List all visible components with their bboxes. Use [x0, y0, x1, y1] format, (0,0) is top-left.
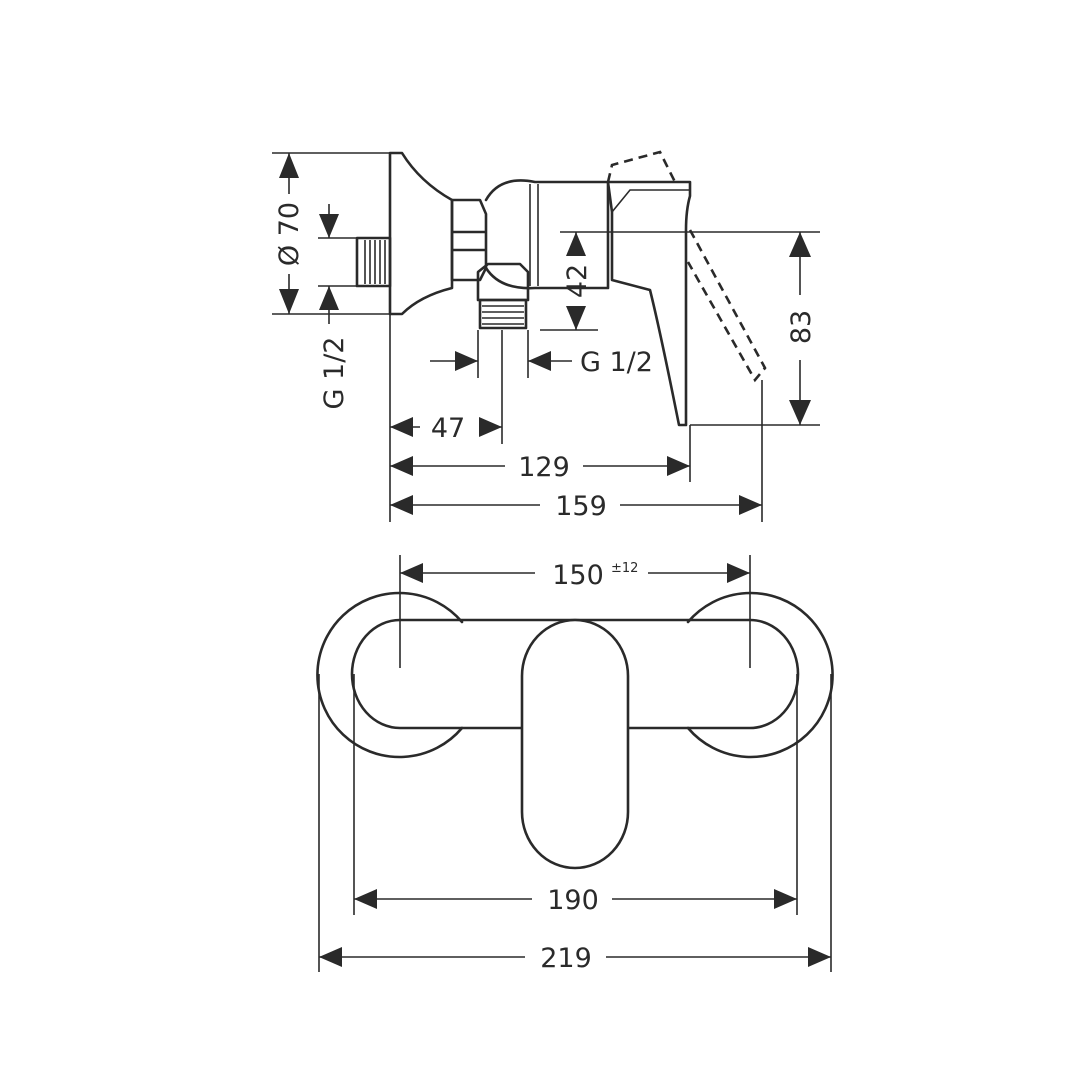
hex-nut [450, 198, 488, 282]
dim-thread-outlet-label: G 1/2 [580, 347, 653, 378]
lever-open-position [606, 150, 767, 383]
dim-159: 159 [390, 491, 762, 522]
dim-dia-70-label: Ø 70 [274, 202, 305, 266]
dim-150-tolerance: ±12 [611, 561, 638, 576]
dim-129-label: 129 [518, 452, 570, 483]
wall-rosette [388, 151, 454, 316]
dim-219: 219 [319, 943, 831, 974]
dim-thread-outlet: G 1/2 [430, 347, 653, 378]
dim-dia-70: Ø 70 [274, 153, 305, 314]
dim-83-label: 83 [786, 310, 817, 344]
lever-handle [606, 180, 692, 427]
rosette-right [686, 591, 834, 759]
dim-83: 83 [786, 232, 817, 425]
inlet-thread [355, 236, 392, 288]
dim-150: 150 ±12 [400, 560, 750, 591]
dim-150-label: 150 [552, 560, 604, 591]
dim-219-label: 219 [540, 943, 592, 974]
outlet-connector [476, 262, 530, 302]
dim-thread-inlet-label: G 1/2 [319, 337, 350, 410]
inlet-thread-lines [364, 240, 386, 284]
outlet-thread [478, 298, 528, 330]
side-view: Ø 70 G 1/2 42 83 [272, 150, 820, 522]
rosette-left [316, 591, 464, 759]
extension-lines [272, 152, 820, 522]
dim-129: 129 [390, 452, 690, 483]
lever-front [520, 618, 630, 870]
dim-42: 42 [562, 232, 593, 330]
body-neck [484, 179, 610, 290]
dim-thread-inlet: G 1/2 [319, 204, 350, 409]
front-view: 150 ±12 190 219 [316, 555, 834, 974]
dim-190-label: 190 [547, 885, 599, 916]
dim-159-label: 159 [555, 491, 607, 522]
dim-47-label: 47 [431, 413, 465, 444]
mixer-body [350, 618, 800, 730]
dim-42-label: 42 [562, 264, 593, 298]
dim-190: 190 [354, 885, 797, 916]
front-extension-lines [318, 555, 832, 972]
dim-47: 47 [390, 413, 502, 444]
